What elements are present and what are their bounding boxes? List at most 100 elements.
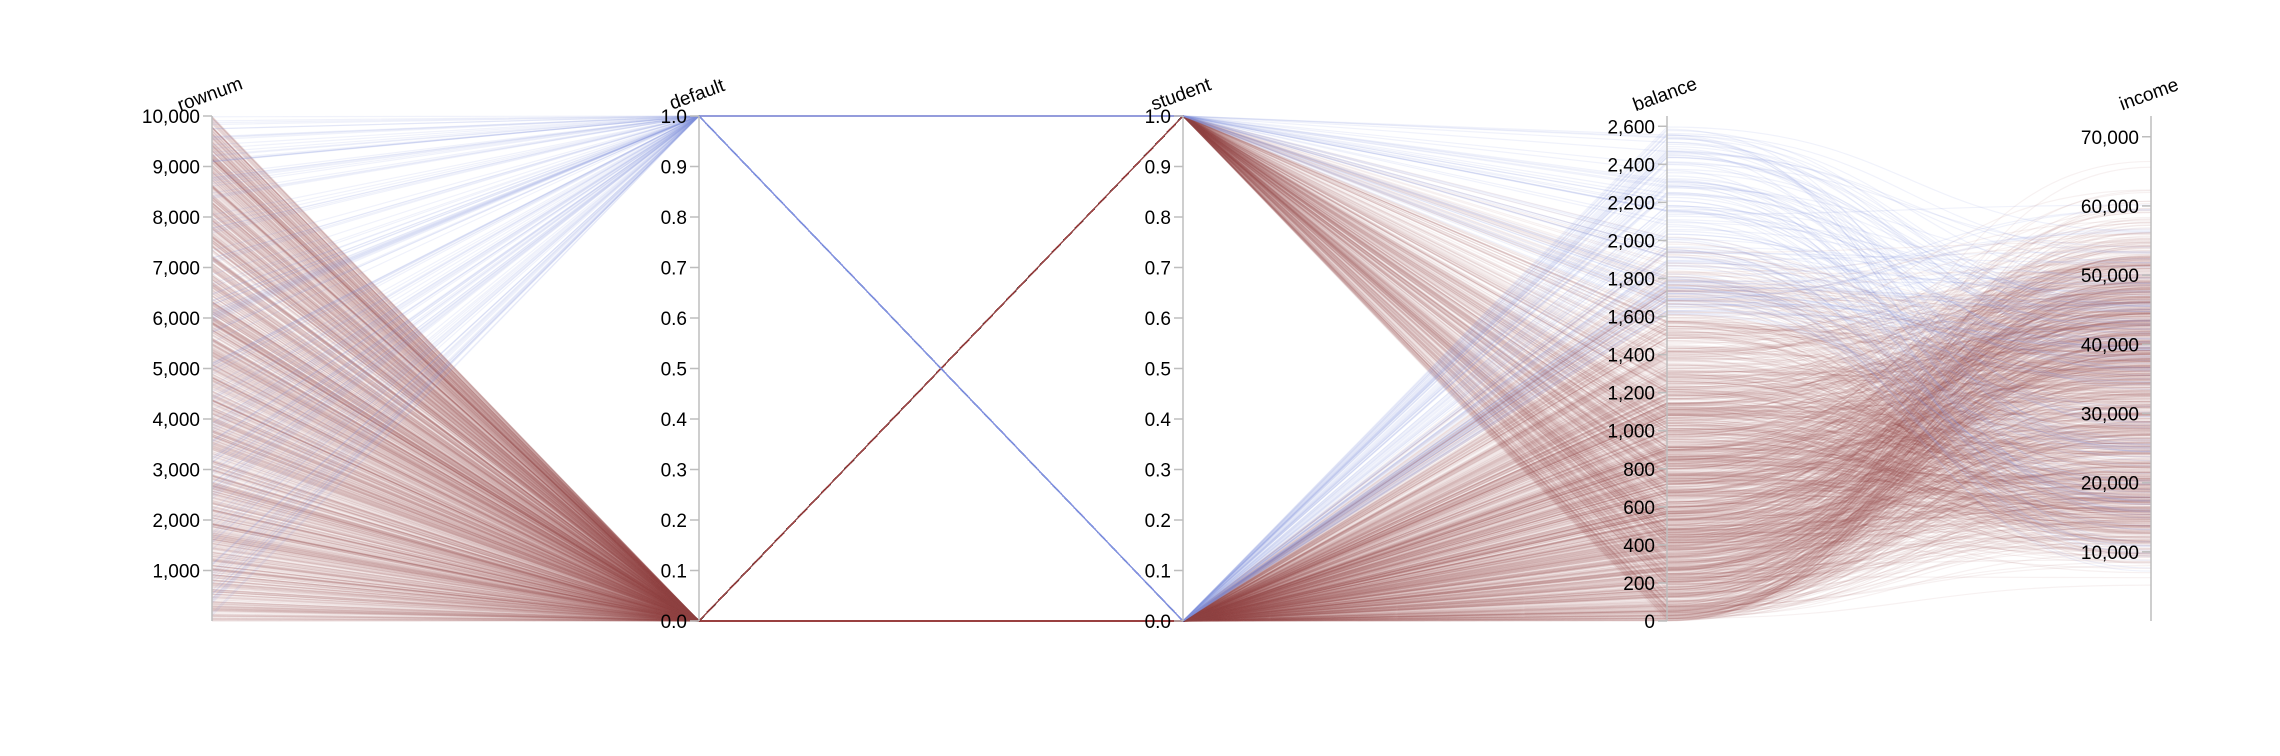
data-line: [211, 307, 2152, 622]
data-line: [211, 142, 2152, 622]
data-line: [211, 433, 2152, 622]
data-line: [211, 242, 2152, 622]
data-line: [211, 341, 2152, 622]
data-line: [211, 115, 2152, 622]
data-line: [211, 115, 2152, 622]
data-line: [211, 403, 2152, 622]
data-line: [211, 115, 2152, 622]
data-line: [211, 115, 2152, 622]
data-line: [211, 430, 2152, 622]
data-line: [211, 270, 2152, 622]
data-line: [211, 115, 2152, 622]
data-line: [211, 241, 2152, 622]
data-line: [211, 281, 2152, 622]
income-tick-label: 30,000: [2081, 404, 2139, 425]
data-line: [211, 286, 2152, 622]
data-line: [211, 115, 2152, 622]
data-line: [211, 303, 2152, 622]
data-line: [211, 116, 2152, 622]
data-line: [211, 228, 2152, 622]
data-line: [211, 115, 2152, 622]
data-line: [211, 366, 2152, 622]
data-line: [211, 115, 2152, 622]
data-line: [211, 115, 2152, 622]
data-line: [211, 115, 2152, 622]
data-line: [211, 115, 2152, 622]
data-line: [211, 280, 2152, 622]
data-line: [211, 115, 2152, 622]
data-line: [211, 303, 2152, 622]
data-line: [211, 164, 2152, 622]
data-line: [211, 115, 2152, 622]
data-line: [211, 288, 2152, 622]
data-line: [211, 257, 2152, 622]
data-line: [211, 115, 2152, 622]
data-line: [211, 424, 2152, 622]
data-line: [211, 236, 2152, 622]
data-line: [211, 115, 2152, 622]
data-line: [211, 115, 2152, 622]
data-line: [211, 311, 2152, 622]
data-line: [211, 330, 2152, 622]
data-line: [211, 264, 2152, 622]
data-line: [211, 263, 2152, 622]
data-line: [211, 282, 2152, 622]
data-line: [211, 115, 2152, 622]
data-line: [211, 279, 2152, 622]
data-line: [211, 320, 2152, 622]
data-line: [211, 160, 2152, 622]
data-line: [211, 115, 2152, 622]
data-line: [211, 259, 2152, 622]
data-line: [211, 307, 2152, 622]
data-line: [211, 197, 2152, 622]
default-tick-label: 0.8: [661, 208, 687, 229]
data-line: [211, 184, 2152, 622]
data-line: [211, 294, 2152, 622]
data-line: [211, 115, 2152, 622]
data-line: [211, 256, 2152, 622]
data-line: [211, 301, 2152, 622]
data-line: [211, 295, 2152, 622]
data-line: [211, 417, 2152, 622]
data-line: [211, 115, 2152, 622]
data-line: [211, 220, 2152, 622]
data-line: [211, 319, 2152, 622]
data-line: [211, 115, 2152, 622]
data-line: [211, 402, 2152, 622]
data-line: [211, 213, 2152, 622]
data-line: [211, 115, 2152, 622]
balance-tick-label: 1,200: [1607, 384, 1655, 405]
data-line: [211, 115, 2152, 622]
data-line: [211, 211, 2152, 622]
data-line: [211, 218, 2152, 622]
data-line: [211, 255, 2152, 622]
data-line: [211, 328, 2152, 622]
default-axis-title: default: [667, 75, 728, 114]
data-line: [211, 144, 2152, 622]
data-line: [211, 300, 2152, 622]
data-line: [211, 289, 2152, 622]
data-line: [211, 115, 2152, 622]
data-line: [211, 219, 2152, 622]
data-line: [211, 359, 2152, 622]
data-line: [211, 115, 2152, 622]
data-line: [211, 301, 2152, 622]
data-line: [211, 178, 2152, 622]
data-line: [211, 115, 2152, 622]
data-line: [211, 317, 2152, 622]
data-line: [211, 115, 2152, 622]
data-line: [211, 303, 2152, 622]
data-line: [211, 320, 2152, 622]
data-line: [211, 263, 2152, 622]
data-line: [211, 408, 2152, 622]
data-line: [211, 332, 2152, 622]
data-line: [211, 277, 2152, 622]
data-line: [211, 115, 2152, 622]
data-line: [211, 115, 2152, 622]
data-line: [211, 329, 2152, 622]
default-tick-label: 0.6: [661, 309, 687, 330]
data-line: [211, 409, 2152, 622]
data-line: [211, 328, 2152, 622]
data-line: [211, 294, 2152, 622]
data-line: [211, 115, 2152, 622]
